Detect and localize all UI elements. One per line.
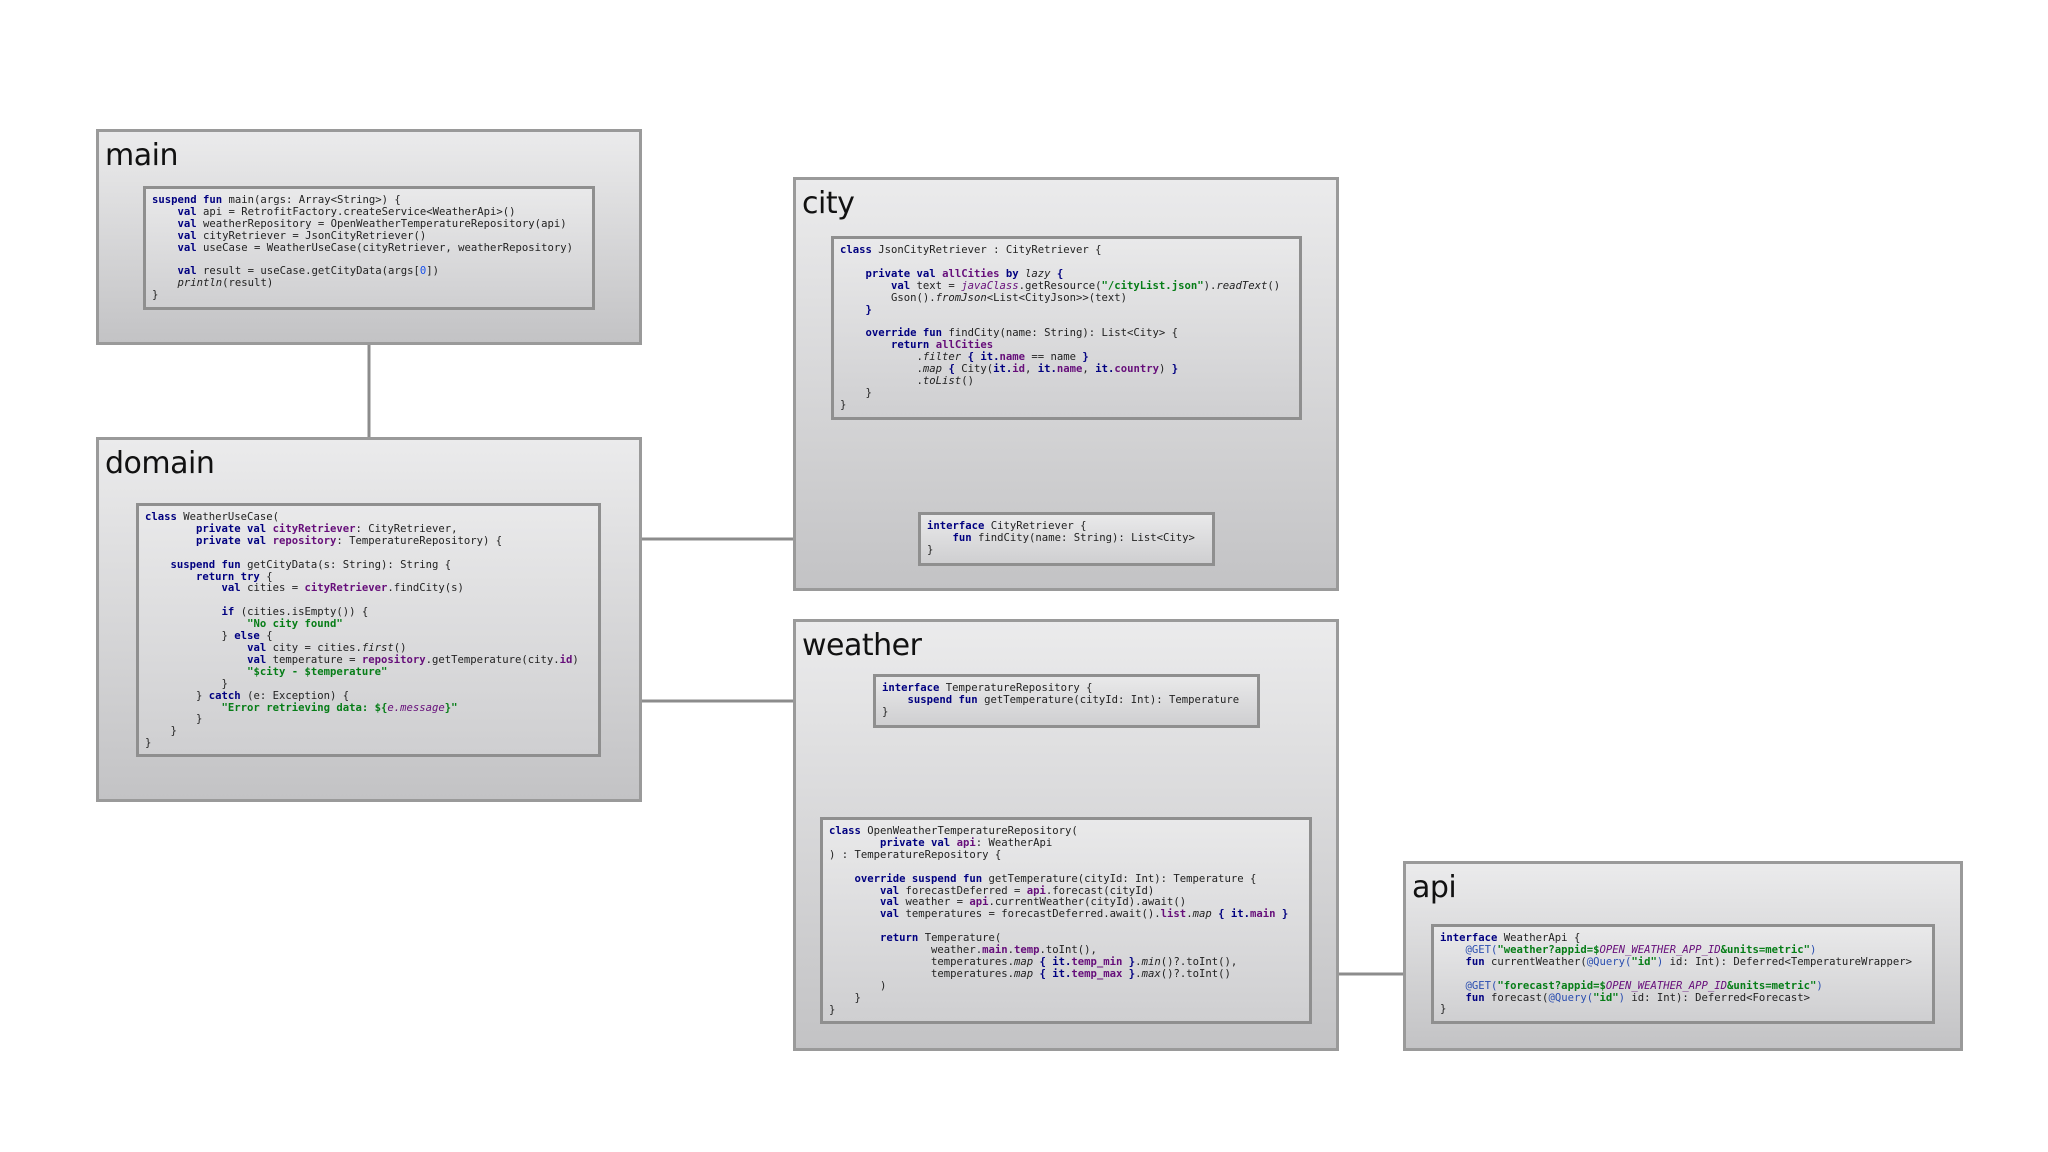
module-title: main — [105, 138, 178, 173]
module-title: domain — [105, 446, 215, 481]
code-temperature-repository-interface: interface TemperatureRepository { suspen… — [873, 674, 1260, 728]
code-city-retriever-interface: interface CityRetriever { fun findCity(n… — [918, 512, 1215, 566]
code-text: interface TemperatureRepository { suspen… — [882, 682, 1240, 718]
code-text: class OpenWeatherTemperatureRepository( … — [829, 825, 1289, 1016]
module-title: city — [802, 186, 855, 221]
code-main-function: suspend fun main(args: Array<String>) { … — [143, 186, 595, 310]
code-json-city-retriever: class JsonCityRetriever : CityRetriever … — [831, 236, 1302, 420]
code-text: class WeatherUseCase( private val cityRe… — [145, 511, 579, 750]
code-text: interface WeatherApi { @GET("weather?app… — [1440, 932, 1913, 1016]
code-text: class JsonCityRetriever : CityRetriever … — [840, 244, 1281, 411]
code-text: interface CityRetriever { fun findCity(n… — [927, 520, 1195, 556]
code-weather-api-interface: interface WeatherApi { @GET("weather?app… — [1431, 924, 1935, 1024]
code-weather-use-case: class WeatherUseCase( private val cityRe… — [136, 503, 601, 757]
module-title: api — [1412, 870, 1457, 905]
code-text: suspend fun main(args: Array<String>) { … — [152, 194, 573, 302]
module-title: weather — [802, 628, 922, 663]
code-open-weather-temperature-repository: class OpenWeatherTemperatureRepository( … — [820, 817, 1312, 1024]
